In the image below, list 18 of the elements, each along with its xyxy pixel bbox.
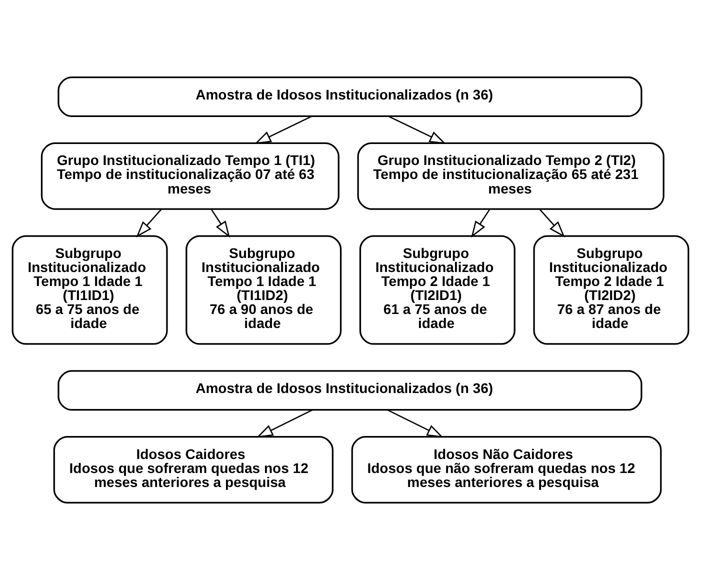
arrow <box>471 208 490 238</box>
arrow <box>254 115 312 144</box>
node-box: Grupo Institucionalizado Tempo 1 (TI1) Tempo de institucionalização 07 até 63 meses <box>40 142 340 210</box>
arrow <box>210 208 230 238</box>
node-box: Subgrupo Institucionalizado Tempo 1 Idade 1 (TI1ID1) 65 a 75 anos de idade <box>12 234 168 344</box>
node-box: Subgrupo Institucionalizado Tempo 2 Idade 1 (TI2ID2) 76 a 87 anos de idade <box>533 234 690 344</box>
node-box: Grupo Institucionalizado Tempo 2 (TI2) Tempo de institucionalização 65 até 231 meses <box>357 142 664 210</box>
arrow <box>136 208 162 237</box>
arrow <box>388 115 446 144</box>
arrow <box>539 208 565 237</box>
arrow <box>387 408 444 438</box>
node-box: Subgrupo Institucionalizado Tempo 2 Idade 1 (TI2ID1) 61 a 75 anos de idade <box>359 234 516 344</box>
node-box: Amostra de Idosos Institucionalizados (n 36) <box>58 370 642 410</box>
node-box: Amostra de Idosos Institucionalizados (n 36) <box>58 76 642 116</box>
node-box: Subgrupo Institucionalizado Tempo 1 Idade 1 (TI1ID2) 76 a 90 anos de idade <box>186 234 342 344</box>
arrow <box>256 408 313 438</box>
node-box: Idosos Não Caidores Idosos que não sofreram quedas nos 12 meses anteriores a pesquisa <box>351 436 662 503</box>
node-box: Idosos Caidores Idosos que sofreram quedas nos 12 meses anteriores a pesquisa <box>53 436 334 503</box>
